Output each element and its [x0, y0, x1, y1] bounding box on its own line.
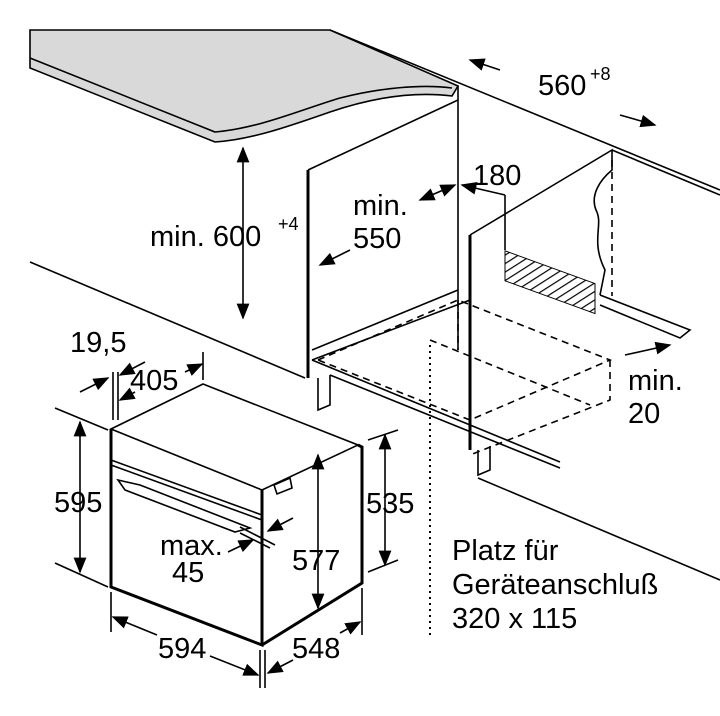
label-connection-2: Geräteanschluß [452, 569, 658, 601]
label-gap-2: 20 [628, 398, 660, 430]
label-depth-405: 405 [130, 365, 178, 397]
label-height-577: 577 [292, 545, 340, 577]
label-gap-1: min. [628, 365, 683, 397]
label-connection-3: 320 x 115 [452, 603, 577, 635]
label-height-595: 595 [54, 487, 102, 519]
label-niche-width-tolerance: +8 [590, 64, 611, 84]
label-depth-548: 548 [292, 633, 340, 665]
cabinet-niche [29, 29, 720, 635]
dimension-lines [54, 58, 672, 688]
label-max-1: max. [160, 530, 223, 562]
label-front-thickness: 19,5 [70, 327, 126, 359]
label-connection-1: Platz für [452, 535, 559, 567]
label-niche-height-tolerance: +4 [278, 214, 299, 234]
label-niche-width: 560 [538, 70, 586, 102]
label-niche-depth-1: min. [353, 190, 408, 222]
label-height-535: 535 [366, 488, 414, 520]
label-opening-180: 180 [473, 160, 521, 192]
label-niche-height: min. 600 [150, 221, 261, 253]
countertop [29, 29, 460, 143]
oven [109, 383, 364, 648]
label-niche-depth-2: 550 [353, 223, 401, 255]
label-max-2: 45 [172, 557, 204, 589]
label-width-594: 594 [158, 633, 206, 665]
